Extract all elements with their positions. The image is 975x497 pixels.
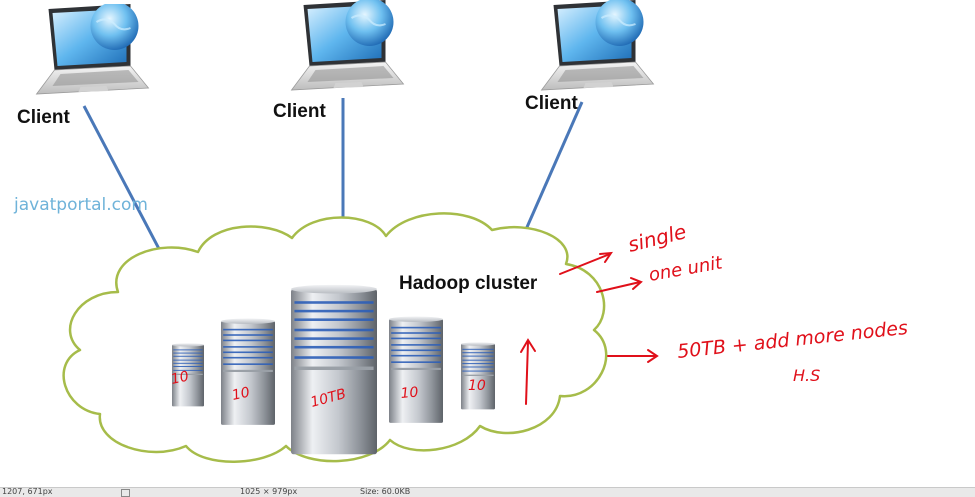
laptop-icon xyxy=(540,0,655,92)
selection-size: 1025 × 979px xyxy=(240,487,298,496)
note-one-unit: one unit xyxy=(647,252,725,286)
client-2: Client xyxy=(273,0,405,122)
note-hs: H.S xyxy=(793,366,820,385)
server-capacity: 10 xyxy=(400,384,419,401)
arrow-single xyxy=(559,253,611,275)
server-icon xyxy=(291,284,377,455)
arrow-one-unit xyxy=(596,281,641,293)
note-scale: 50TB + add more nodes xyxy=(676,317,909,363)
client-label: Client xyxy=(525,93,578,114)
cluster-label: Hadoop cluster xyxy=(399,273,538,294)
client-label: Client xyxy=(273,101,326,122)
server-capacity: 10 xyxy=(468,378,486,394)
file-size: Size: 60.0KB xyxy=(360,487,411,496)
client-connector-line xyxy=(522,101,584,235)
arrow-up xyxy=(525,341,529,405)
server-capacity: 10 xyxy=(231,385,252,404)
client-3: Client xyxy=(525,0,655,114)
server-icon xyxy=(461,342,495,410)
laptop-icon xyxy=(290,0,405,92)
client-label: Client xyxy=(17,107,70,128)
server-icon xyxy=(389,316,443,423)
laptop-icon xyxy=(35,4,150,96)
annotation-arrows xyxy=(520,251,659,405)
hadoop-diagram: Client Client Client javatportal.com 10 … xyxy=(13,0,909,463)
cursor-position: 1207, 671px xyxy=(2,487,53,496)
note-single: single xyxy=(625,219,688,257)
client-1: Client xyxy=(17,4,150,128)
client-connector-line xyxy=(82,105,170,267)
server-icon xyxy=(221,318,275,425)
server-capacity: 10 xyxy=(170,369,191,388)
watermark: javatportal.com xyxy=(13,195,148,215)
